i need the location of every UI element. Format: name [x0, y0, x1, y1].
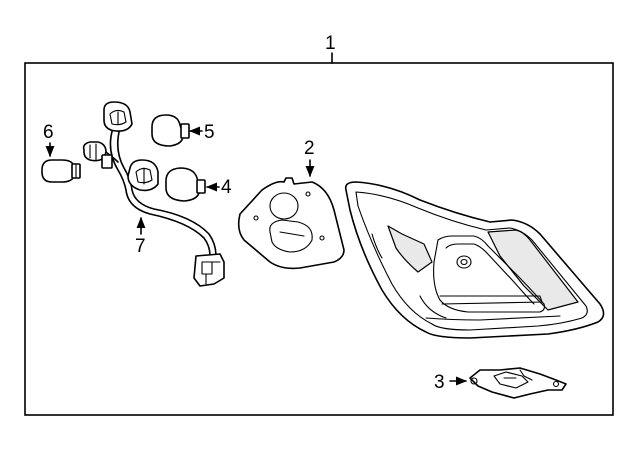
part-4-bulb[interactable]	[165, 167, 206, 202]
part-2-cover-plate[interactable]	[237, 177, 345, 270]
part-3-bracket[interactable]	[469, 367, 567, 399]
part-6-wedge-bulb[interactable]	[41, 159, 81, 183]
callout-6[interactable]: 6	[43, 122, 54, 143]
callout-7[interactable]: 7	[135, 236, 146, 257]
part-5-bulb[interactable]	[151, 114, 190, 147]
callout-5[interactable]: 5	[204, 122, 215, 143]
tail-lamp-housing[interactable]	[344, 181, 605, 339]
callout-4[interactable]: 4	[221, 177, 232, 198]
callout-3[interactable]: 3	[434, 372, 445, 393]
assembly-frame	[24, 62, 614, 416]
callout-2[interactable]: 2	[304, 138, 315, 159]
callout-1[interactable]: 1	[325, 33, 336, 54]
part-7-socket-harness[interactable]	[82, 101, 225, 287]
